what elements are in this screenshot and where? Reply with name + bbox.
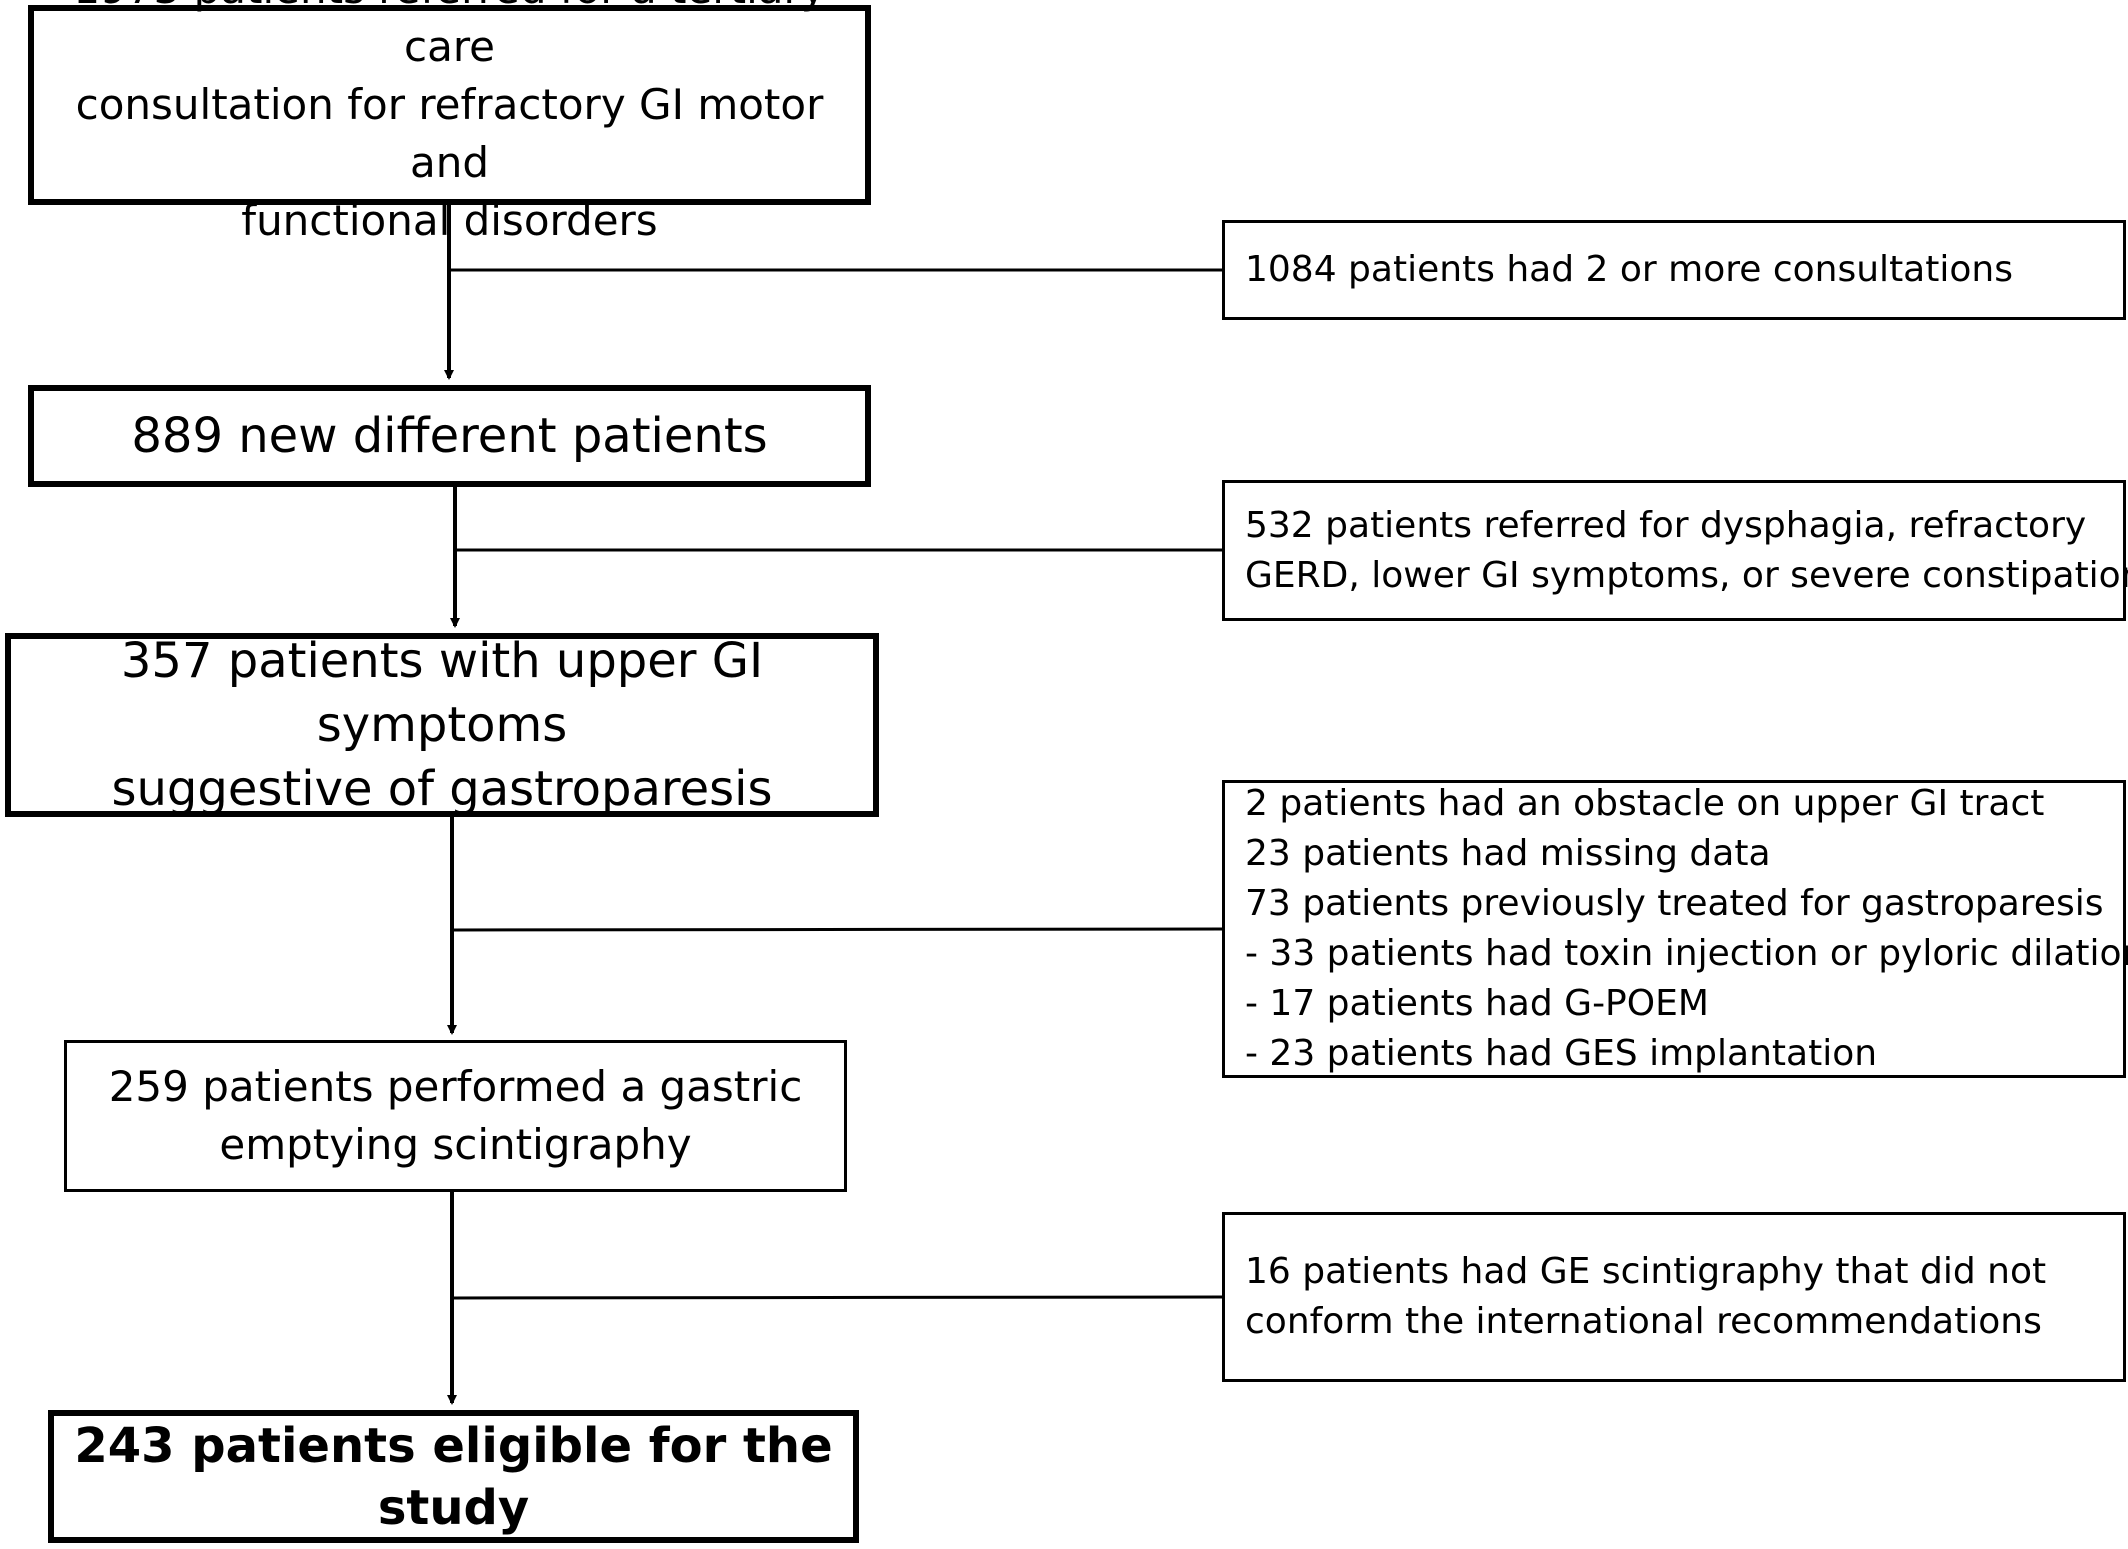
eligible-patients-text: 243 patients eligible for the study	[74, 1417, 833, 1536]
new-patients-text: 889 new different patients	[131, 408, 768, 464]
branch-nonconforming	[451, 1295, 1223, 1300]
exclusion-line: - 23 patients had GES implantation	[1245, 1033, 1878, 1074]
scintigraphy-patients-text: 259 patients performed a gastric emptyin…	[108, 1062, 803, 1169]
exclusion-line: - 33 patients had toxin injection or pyl…	[1245, 933, 2128, 974]
exclusion-line: 1084 patients had 2 or more consultation…	[1245, 249, 2013, 290]
box-eligible-patients: 243 patients eligible for the study	[48, 1410, 859, 1543]
branch-excluded	[451, 927, 1223, 932]
exclusion-line: GERD, lower GI symptoms, or severe const…	[1245, 554, 2128, 596]
exclusion-line: 23 patients had missing data	[1245, 833, 1771, 874]
exclusion-box-consultations: 1084 patients had 2 or more consultation…	[1222, 220, 2126, 320]
exclusion-line: 16 patients had GE scintigraphy that did…	[1245, 1251, 2047, 1292]
exclusion-line: 532 patients referred for dysphagia, ref…	[1245, 504, 2087, 546]
upper-gi-patients-text: 357 patients with upper GI symptoms sugg…	[111, 633, 773, 817]
box-upper-gi-patients: 357 patients with upper GI symptoms sugg…	[5, 633, 879, 817]
exclusion-box-other-referrals: 532 patients referred for dysphagia, ref…	[1222, 480, 2128, 621]
exclusion-line: 73 patients previously treated for gastr…	[1245, 883, 2104, 924]
exclusion-line: conform the international recommendation…	[1245, 1301, 2042, 1342]
box-scintigraphy-patients: 259 patients performed a gastric emptyin…	[64, 1040, 847, 1192]
box-referred-patients: 1973 patients referred for a tertiary ca…	[28, 0, 871, 245]
exclusion-line: 2 patients had an obstacle on upper GI t…	[1245, 783, 2045, 824]
box-new-patients: 889 new different patients	[28, 385, 871, 487]
referred-patients-text: 1973 patients referred for a tertiary ca…	[73, 0, 825, 245]
exclusion-box-nonconforming: 16 patients had GE scintigraphy that did…	[1222, 1212, 2126, 1382]
exclusion-box-excluded: 2 patients had an obstacle on upper GI t…	[1222, 780, 2128, 1078]
exclusion-line: - 17 patients had G-POEM	[1245, 983, 1709, 1024]
